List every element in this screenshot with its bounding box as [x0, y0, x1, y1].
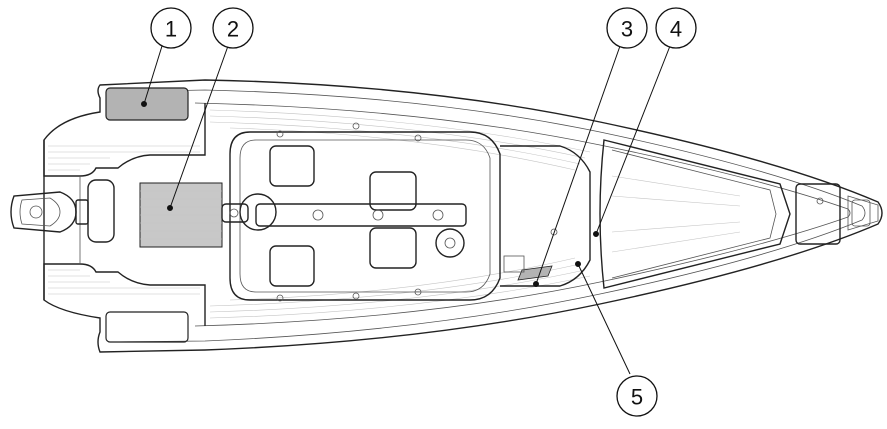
leader-2-dot [167, 205, 173, 211]
callout-5: 5 [616, 375, 658, 417]
bow-deck-lines [611, 175, 741, 253]
leader-1-dot [141, 101, 147, 107]
callout-2-circle [212, 7, 254, 49]
seat-starboard-front [369, 171, 417, 211]
callout-2-label: 2 [227, 17, 239, 42]
callout-5-circle [616, 375, 658, 417]
hull-deck-edge [194, 102, 851, 327]
bow-seating-outline [599, 139, 791, 289]
hull-outer-outline [43, 79, 883, 353]
leader-3-dot [533, 281, 539, 287]
console-inner-frame [239, 139, 491, 293]
stern-platform-upper [43, 103, 206, 177]
engine-cowl [10, 191, 77, 233]
callout-1-label: 1 [165, 17, 177, 42]
rear-mast-bracket [221, 203, 249, 223]
leader-5-dot [575, 261, 581, 267]
beam-bolt-1 [312, 209, 324, 221]
console-frame [221, 122, 501, 302]
rear-mast-base [239, 193, 277, 231]
bow-tip [847, 195, 879, 231]
hull-inner-gunwale [109, 89, 866, 343]
steering-wheel-hub [444, 237, 456, 249]
foredeck [500, 139, 841, 289]
leader-1 [143, 45, 163, 105]
leader-3 [535, 45, 621, 285]
rear-mast-bolt [229, 208, 239, 218]
callout-2: 2 [212, 7, 254, 49]
stern-platform-lower [43, 263, 206, 326]
sunpad-stripes [140, 190, 222, 240]
callout-1: 1 [150, 7, 192, 49]
engine-bracket [87, 179, 115, 243]
beam-bolt-3 [432, 209, 444, 221]
hardware-dot [352, 292, 360, 300]
stern [43, 103, 206, 326]
transom-sunpad [139, 182, 223, 248]
engine-cowl-inner [19, 197, 61, 227]
hardware-dot [414, 288, 422, 296]
console-outer-frame [229, 131, 501, 301]
callout-4: 4 [655, 7, 697, 49]
foredeck-outline [500, 145, 591, 287]
hardware-dot [414, 134, 422, 142]
callout-3-label: 3 [621, 17, 633, 42]
hardware-dot [276, 294, 284, 302]
side-deck-planking [209, 109, 591, 319]
beam-bolt-2 [372, 209, 384, 221]
console-front-bolt [550, 228, 558, 236]
seat-port-front [369, 227, 417, 269]
ttop-center-beam [255, 203, 467, 227]
bow-cushion-line [611, 149, 777, 279]
callout-3: 3 [606, 7, 648, 49]
steering-wheel [435, 228, 465, 258]
engine-mount [75, 199, 89, 225]
seat-starboard-rear [269, 145, 315, 187]
anchor-locker-latch [816, 197, 824, 205]
stern-locker-hatch-port [105, 311, 189, 343]
console-front-box [503, 255, 525, 273]
hull [43, 79, 883, 353]
callout-4-circle [655, 7, 697, 49]
engine-cap [29, 205, 43, 219]
seat-port-rear [269, 245, 315, 287]
leader-5 [577, 263, 631, 375]
stern-deck-lines [48, 145, 200, 295]
callout-3-circle [606, 7, 648, 49]
outboard-engine [10, 191, 89, 233]
leader-4-dot [593, 231, 599, 237]
callout-leaders [141, 45, 671, 375]
hardware-dot [276, 130, 284, 138]
bow-cleat [851, 199, 871, 227]
callout-1-circle [150, 7, 192, 49]
hardware-dot [352, 122, 360, 130]
anchor-locker [795, 183, 841, 245]
leader-2 [169, 45, 229, 209]
callout-5-label: 5 [631, 385, 643, 410]
callout-4-label: 4 [670, 17, 682, 42]
leader-4 [595, 45, 671, 235]
